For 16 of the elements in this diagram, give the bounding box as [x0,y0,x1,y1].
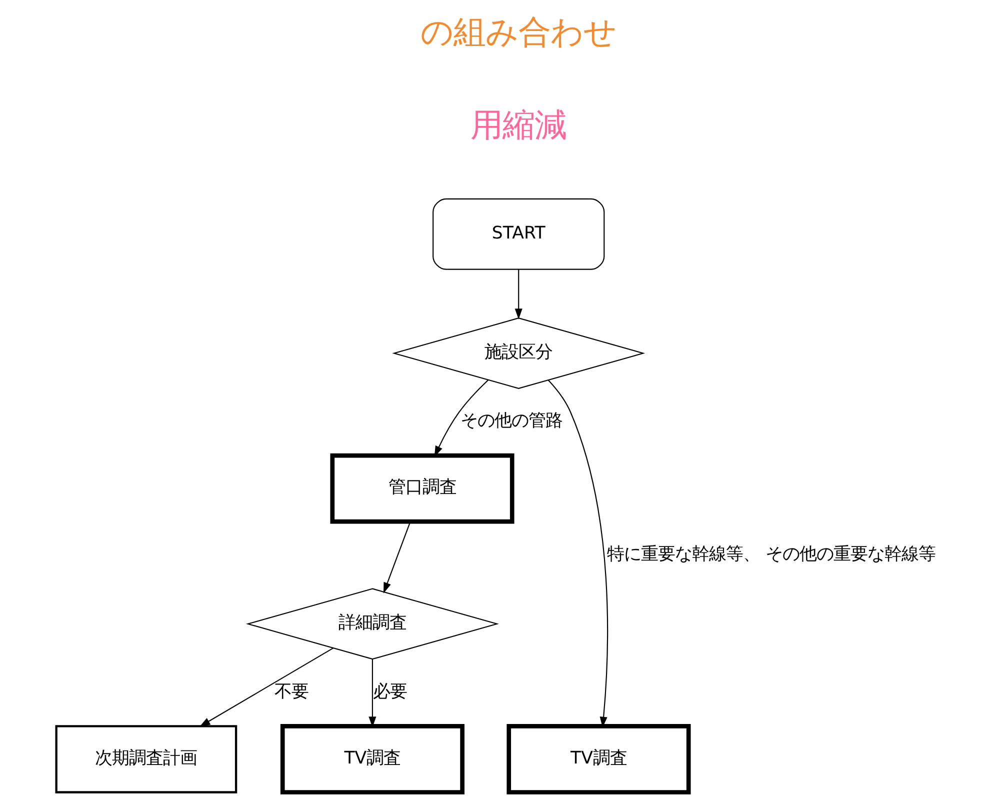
arrow [384,522,411,594]
node-box: TV調査 [280,724,464,794]
node-diamond: 施設区分 [392,318,646,389]
edge-label: 特に重要な幹線等、 その他の重要な幹線等 [607,544,936,564]
label: 用縮減 [470,106,567,144]
label: の組み合わせ [420,13,617,52]
node-diamond: 詳細調査 [246,588,499,660]
node-box: TV調査 [506,724,691,794]
edge-label: その他の管路 [460,411,563,432]
node-box: 管口調査 [330,453,514,524]
node-box: START [432,198,605,270]
edge-label: 不要 [274,682,308,702]
arrow [199,648,334,727]
node-box: 次期調査計画 [55,725,238,794]
arrow [514,269,522,320]
edge-label: 必要 [372,682,407,702]
